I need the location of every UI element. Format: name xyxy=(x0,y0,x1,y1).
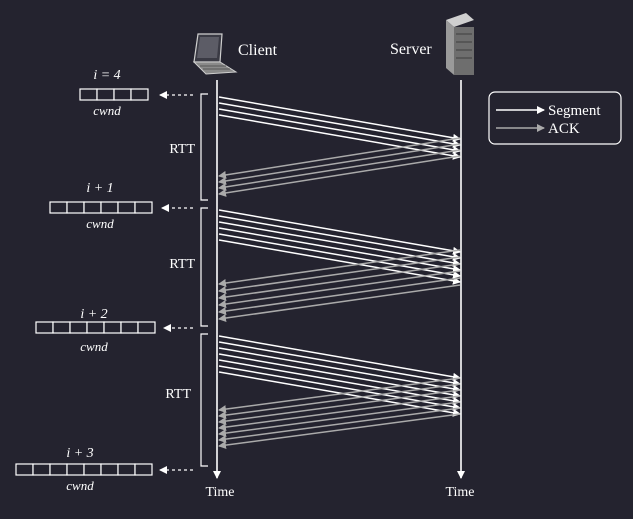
cwnd-cell xyxy=(130,88,149,101)
rtt-label-1: RTT xyxy=(169,142,195,157)
segment-arrow xyxy=(218,114,461,160)
window-3: i + 2 cwnd xyxy=(35,307,193,354)
window-2-cells xyxy=(49,201,153,214)
cwnd-cell xyxy=(15,463,34,476)
segment-arrow xyxy=(218,353,461,399)
ack-arrow xyxy=(218,383,461,420)
cwnd-cell xyxy=(49,201,68,214)
cwnd-cell xyxy=(49,463,68,476)
client-label: Client xyxy=(238,42,278,59)
ack-arrow xyxy=(218,155,461,197)
cwnd-cell xyxy=(96,88,115,101)
ack-arrow xyxy=(218,263,461,301)
round-3-arrows xyxy=(218,335,461,450)
cwnd-cell xyxy=(113,88,132,101)
cwnd-cell xyxy=(134,463,153,476)
segment-arrow xyxy=(218,108,461,154)
window-4: i + 3 cwnd xyxy=(15,446,193,493)
rtt-bracket-1 xyxy=(200,93,208,201)
ack-arrow xyxy=(218,137,461,179)
round-2-arrows xyxy=(218,209,461,322)
segment-arrow xyxy=(218,221,461,267)
window-4-label: i + 3 xyxy=(66,446,93,461)
laptop-icon xyxy=(192,33,238,75)
segment-arrow xyxy=(218,96,461,142)
segment-arrow xyxy=(218,227,461,273)
cwnd-cell xyxy=(100,201,119,214)
cwnd-cell xyxy=(52,321,71,334)
cwnd-cell xyxy=(83,201,102,214)
window-4-cwnd: cwnd xyxy=(66,478,94,493)
window-1: i = 4 cwnd xyxy=(79,68,193,118)
ack-arrow xyxy=(218,377,461,414)
ack-arrow xyxy=(218,256,461,294)
cwnd-cell xyxy=(79,88,98,101)
segment-arrow xyxy=(218,209,461,255)
ack-arrow xyxy=(218,149,461,191)
window-3-cells xyxy=(35,321,156,334)
cwnd-cell xyxy=(117,201,136,214)
legend-ack-label: ACK xyxy=(548,121,580,137)
cwnd-cell xyxy=(120,321,139,334)
segment-arrow xyxy=(218,341,461,387)
window-2-label: i + 1 xyxy=(86,181,113,196)
legend-segment-label: Segment xyxy=(548,103,601,119)
window-3-cwnd: cwnd xyxy=(80,339,108,354)
ack-arrow xyxy=(218,249,461,287)
ack-arrow xyxy=(218,395,461,432)
legend: Segment ACK xyxy=(488,91,622,145)
cwnd-cell xyxy=(103,321,122,334)
time-label-server: Time xyxy=(445,485,474,500)
legend-box xyxy=(488,91,622,145)
segment-arrow xyxy=(218,359,461,405)
cwnd-cell xyxy=(137,321,156,334)
cwnd-cell xyxy=(83,463,102,476)
ack-arrow xyxy=(218,401,461,438)
segment-arrow xyxy=(218,335,461,381)
cwnd-cell xyxy=(32,463,51,476)
cwnd-cell xyxy=(100,463,119,476)
round-1-arrows xyxy=(218,96,461,197)
server-label: Server xyxy=(390,41,432,58)
segment-arrow xyxy=(218,102,461,148)
rtt-label-2: RTT xyxy=(169,257,195,272)
cwnd-cell xyxy=(86,321,105,334)
segment-arrow xyxy=(218,239,461,285)
server-tower-icon xyxy=(446,13,474,75)
rtt-label-3: RTT xyxy=(165,387,191,402)
window-1-cells xyxy=(79,88,149,101)
segment-arrow xyxy=(218,215,461,261)
window-2: i + 1 cwnd xyxy=(49,181,193,231)
window-1-cwnd: cwnd xyxy=(93,103,121,118)
ack-arrow xyxy=(218,277,461,315)
ack-arrow xyxy=(218,407,461,444)
time-label-client: Time xyxy=(205,485,234,500)
cwnd-cell xyxy=(35,321,54,334)
ack-arrow xyxy=(218,270,461,308)
window-1-label: i = 4 xyxy=(93,68,120,83)
cwnd-cell xyxy=(134,201,153,214)
ack-arrow xyxy=(218,143,461,185)
window-4-cells xyxy=(15,463,153,476)
rtt-bracket-2 xyxy=(200,207,208,327)
window-2-cwnd: cwnd xyxy=(86,216,114,231)
ack-arrow xyxy=(218,389,461,426)
segment-arrow xyxy=(218,347,461,393)
cwnd-cell xyxy=(117,463,136,476)
cwnd-cell xyxy=(69,321,88,334)
ack-arrow xyxy=(218,284,461,322)
rtt-bracket-3 xyxy=(200,333,208,467)
ack-arrow xyxy=(218,413,461,450)
cwnd-cell xyxy=(66,201,85,214)
window-3-label: i + 2 xyxy=(80,307,107,322)
cwnd-cell xyxy=(66,463,85,476)
